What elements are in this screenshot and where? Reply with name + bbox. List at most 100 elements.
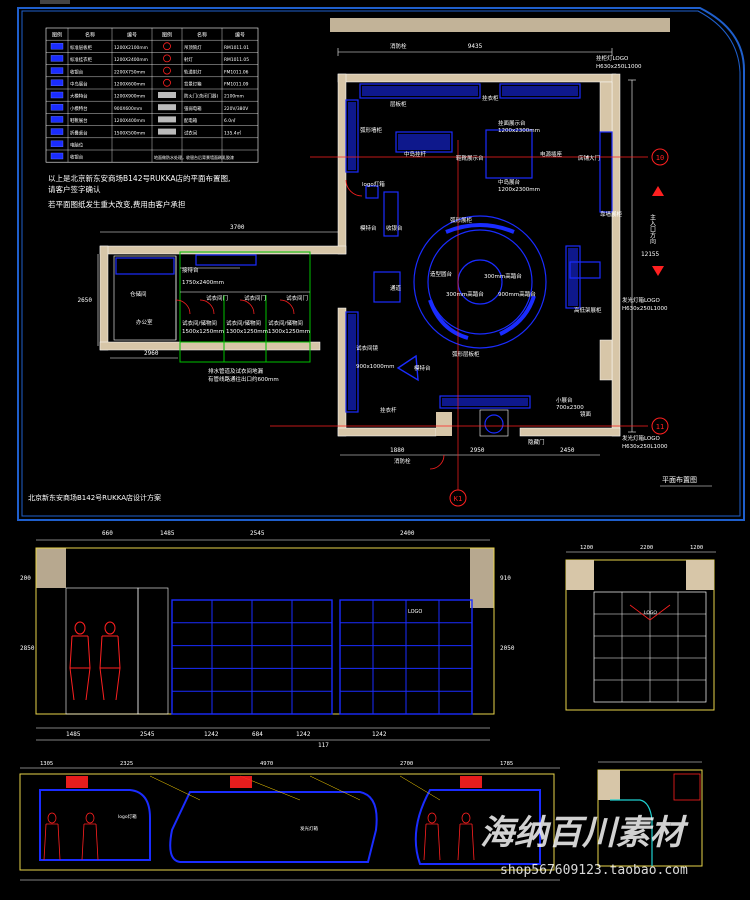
plan-frame (17, 0, 745, 521)
legend-light-symbol (163, 78, 171, 87)
dim-right: 12155 (641, 251, 659, 258)
legend-header: 图例 (162, 32, 172, 39)
elevation-d (597, 761, 703, 867)
legend-cell: 1200X400mm (114, 118, 145, 124)
elevation-c: logo灯箱 发光灯箱 1305 2325 4970 2700 1785 (19, 761, 560, 881)
legend-cell: 折叠桌台 (70, 129, 88, 136)
label-fitting-room-b-spec: 1300x1250mm (226, 329, 268, 335)
label-mirror-right: 镜面 (580, 410, 592, 418)
label-ceiling-light-spec: H630x250L1000 (596, 64, 642, 70)
label-fire-hydrant: 消防栓 (390, 42, 407, 50)
floor-plan: 9435 12155 3700 2650 2960 1880 2950 2450 (78, 43, 669, 507)
label-round-dim3: 900mm高踏台 (498, 290, 536, 298)
elevA-dim-bot-2: 1242 (204, 731, 219, 738)
legend-footnote: 地面做防水处理，收银台后背景墙面刷乳胶漆 (154, 154, 234, 160)
elevB-dim-2: 1200 (690, 545, 703, 551)
entrance-note: 主入口方向 (649, 213, 656, 244)
legend-symbol (50, 103, 64, 111)
legend-light-symbol (163, 66, 171, 75)
label-shoe-stand: 试衣间镜 (356, 344, 379, 352)
label-reception: 接待台 (182, 266, 199, 274)
elevA-h-1: 2850 (20, 645, 35, 652)
label-fitting-room-b: 试衣间/储物间 (226, 319, 261, 327)
legend-cell: 轨道射灯 (184, 68, 202, 75)
legend-hatch-symbol (158, 128, 176, 135)
label-hanger-mid: 中岛挂杆 (404, 150, 427, 158)
elevA-h-0: 200 (20, 575, 31, 582)
label-right-cabinet: 高低架展柜 (574, 306, 602, 314)
label-reception-spec: 1750x2400mm (182, 280, 224, 286)
elevA-tag: LOGO (408, 609, 422, 615)
label-hanging: 挂衣柜 (482, 94, 499, 102)
elevA-dim-bot-5: 1242 (372, 731, 387, 738)
axis-10: 10 (656, 154, 664, 162)
label-bottom-spec: 700x2300 (556, 405, 584, 411)
label-cashier: 收银台 (386, 224, 403, 232)
legend-cell: 6.0㎡ (224, 117, 236, 124)
label-middle-display-spec: 1200x2300mm (498, 187, 540, 193)
label-shelf-right: 靠墙展柜 (600, 210, 623, 218)
elevC-dim-1: 2325 (120, 761, 133, 767)
plan-caption: 平面布置图 (662, 475, 697, 484)
label-side-light-a-spec: H630x250L1000 (622, 306, 668, 312)
legend-cell: RM1011.01 (224, 45, 249, 51)
legend-symbol (50, 116, 64, 123)
elevC-dim-3: 2700 (400, 761, 413, 767)
plan-labels: 消防栓 挂柜灯LOGO H630x250L1000 层板柜 挂衣柜 挂面展示台 … (130, 42, 668, 465)
elevA-dim-bot-1: 2545 (140, 731, 155, 738)
elevC-dim-4: 1785 (500, 761, 513, 767)
label-display-table-spec: 1200x2300mm (498, 128, 540, 134)
label-model-stand: 模特台 (360, 224, 377, 232)
legend-cell: 1500X500mm (114, 130, 145, 136)
label-curved-cabinet: 弧形展柜 (450, 216, 473, 224)
legend-light-symbol (163, 54, 171, 63)
legend-cell: 配电箱 (184, 117, 198, 124)
elevC-note-0: logo灯箱 (118, 813, 137, 820)
label-fire-hydrant-2: 消防栓 (394, 457, 411, 465)
legend-hatch-symbol (158, 116, 176, 123)
dim-bottom-c: 2450 (560, 447, 575, 454)
axis-11: 11 (656, 423, 664, 431)
legend-cell: 标准挂衣柜 (70, 56, 93, 63)
label-round-dim2: 300mm高踏台 (446, 290, 484, 298)
legend-cell: 强弱电箱 (184, 105, 202, 112)
label-fitting-room-c: 试衣间/储物间 (268, 319, 303, 327)
elevB-dim-0: 1200 (580, 545, 593, 551)
plan-note-1: 以上是北京新东安商场B142号RUKKA店的平面布置图, (48, 173, 230, 183)
label-model-stand-2: 模特台 (414, 364, 431, 372)
legend-cell: 135.4㎡ (224, 129, 242, 136)
elevA-dim-top-3: 2400 (400, 530, 415, 537)
dim-bottom-a: 1880 (390, 447, 405, 454)
elevA-dim-top-2: 2545 (250, 530, 265, 537)
label-fitting-2: 试衣间门 (244, 294, 266, 302)
elevB-dim-1: 2200 (640, 545, 653, 551)
axis-k1: K1 (454, 495, 462, 503)
label-side-light-b: 发光灯箱LOGO (622, 434, 660, 442)
label-left-cabinet: 弧形墙柜 (360, 126, 383, 134)
legend-cell: 鞋靴展台 (70, 117, 88, 124)
label-fitting-room-c-spec: 1300x1250mm (268, 329, 310, 335)
legend-cell: 220V/380V (224, 106, 248, 112)
label-bottom-cabinet: 弧形层板柜 (452, 350, 480, 358)
legend-header: 名称 (85, 32, 95, 39)
watermark-url: shop567609123.taobao.com (500, 863, 688, 878)
elevA-dim-top-1: 1485 (160, 530, 175, 537)
legend-symbol (50, 79, 64, 87)
elevation-b: LOGO 1200 2200 1200 (565, 545, 716, 711)
elevA-dim-bot-3: 684 (252, 731, 263, 738)
label-ceiling-light: 挂柜灯LOGO (596, 54, 629, 62)
legend-cell: 1200X900mm (114, 94, 145, 100)
label-fitting-1: 试衣间门 (206, 294, 228, 302)
legend-header: 名称 (197, 32, 207, 39)
elevA-dim-top-0: 660 (102, 530, 113, 537)
elevA-h-2: 2050 (500, 645, 515, 652)
elevA-dim-bot-6: 117 (318, 742, 329, 749)
legend-hatch-symbol (158, 104, 176, 111)
legend-cell: FM1011.06 (224, 69, 249, 75)
label-aisle: 通道 (390, 284, 402, 292)
legend-cell: 吊顶筒灯 (184, 44, 202, 51)
legend-cell: 2200X750mm (114, 69, 145, 75)
dim-left-low: 2960 (144, 350, 159, 357)
label-fitting-room-a-spec: 1500x1250mm (182, 329, 224, 335)
